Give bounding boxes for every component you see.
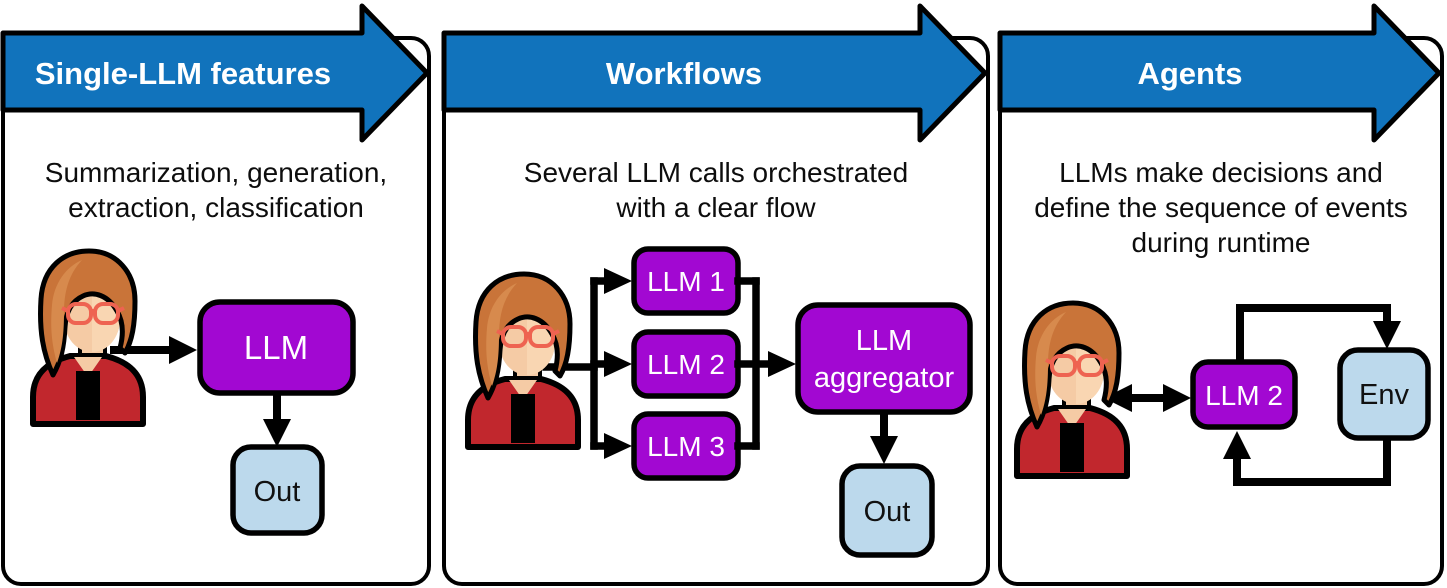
aggregator-box-label-line1: LLM <box>856 325 912 357</box>
user-icon <box>468 274 578 447</box>
arrowhead-down-icon <box>1373 321 1401 349</box>
llm1-node: LLM 1 <box>631 246 741 316</box>
arrowhead-right-icon <box>768 351 796 377</box>
llm2-box-label: LLM 2 <box>1205 380 1283 411</box>
banner-arrow-icon <box>997 3 1442 143</box>
out-box-shape <box>230 444 325 536</box>
loop-llm-to-env <box>1236 304 1391 366</box>
loop-env-to-llm <box>1233 434 1391 486</box>
out-node: Out <box>230 444 325 536</box>
llm3-node: LLM 3 <box>631 411 741 481</box>
llm2-node: LLM 2 <box>1190 359 1298 430</box>
user-icon <box>1017 303 1127 476</box>
panel-description-line: Summarization, generation, <box>45 157 387 188</box>
out-node: Out <box>839 463 935 558</box>
arrowhead-down-icon <box>263 419 291 447</box>
llm1-box-label: LLM 1 <box>647 266 725 297</box>
panel-agents: Agents LLMs make decisions and define th… <box>997 3 1444 586</box>
panel-title: Workflows <box>606 56 762 91</box>
panel-single-llm: Single-LLM features Summarization, gener… <box>0 3 431 586</box>
panel-title: Agents <box>1137 56 1242 91</box>
user-icon <box>33 251 143 424</box>
arrowhead-left-icon <box>1104 384 1132 412</box>
llm-box-label: LLM <box>244 329 308 366</box>
banner-arrow-icon <box>0 3 430 143</box>
arrowhead-right-icon <box>604 268 632 294</box>
panel-workflows: Workflows Several LLM calls orchestrated… <box>441 3 990 586</box>
aggregator-box-label-line2: aggregator <box>814 362 955 394</box>
out-box-shape <box>839 463 935 558</box>
llm2-node: LLM 2 <box>631 329 741 399</box>
arrowhead-right-icon <box>604 433 632 459</box>
out-box-label: Out <box>864 496 911 528</box>
llm-node: LLM <box>197 299 356 396</box>
banner-arrow-icon <box>441 3 988 143</box>
llm3-box-label: LLM 3 <box>647 431 725 462</box>
llm2-box-shape <box>1190 359 1298 430</box>
panel-description-line: with a clear flow <box>615 192 816 223</box>
panel-description-line: extraction, classification <box>68 192 364 223</box>
aggregator-node: LLM aggregator <box>795 302 973 415</box>
panel-description-line: during runtime <box>1132 227 1311 258</box>
arrowhead-right-icon <box>1163 384 1191 412</box>
arrowhead-right-icon <box>169 336 197 364</box>
panel-title: Single-LLM features <box>35 56 331 91</box>
llm2-box-label: LLM 2 <box>647 349 725 380</box>
panel-description-line: Several LLM calls orchestrated <box>524 157 908 188</box>
env-box-shape <box>1337 347 1431 441</box>
arrowhead-down-icon <box>870 436 898 464</box>
arrowhead-right-icon <box>604 351 632 377</box>
env-node: Env <box>1337 347 1431 441</box>
out-box-label: Out <box>254 476 301 508</box>
aggregator-box-shape <box>795 302 973 415</box>
arrowhead-up-icon <box>1223 431 1251 459</box>
env-box-label: Env <box>1359 379 1409 411</box>
panel-description-line: LLMs make decisions and <box>1059 157 1383 188</box>
panel-description-line: define the sequence of events <box>1034 192 1408 223</box>
